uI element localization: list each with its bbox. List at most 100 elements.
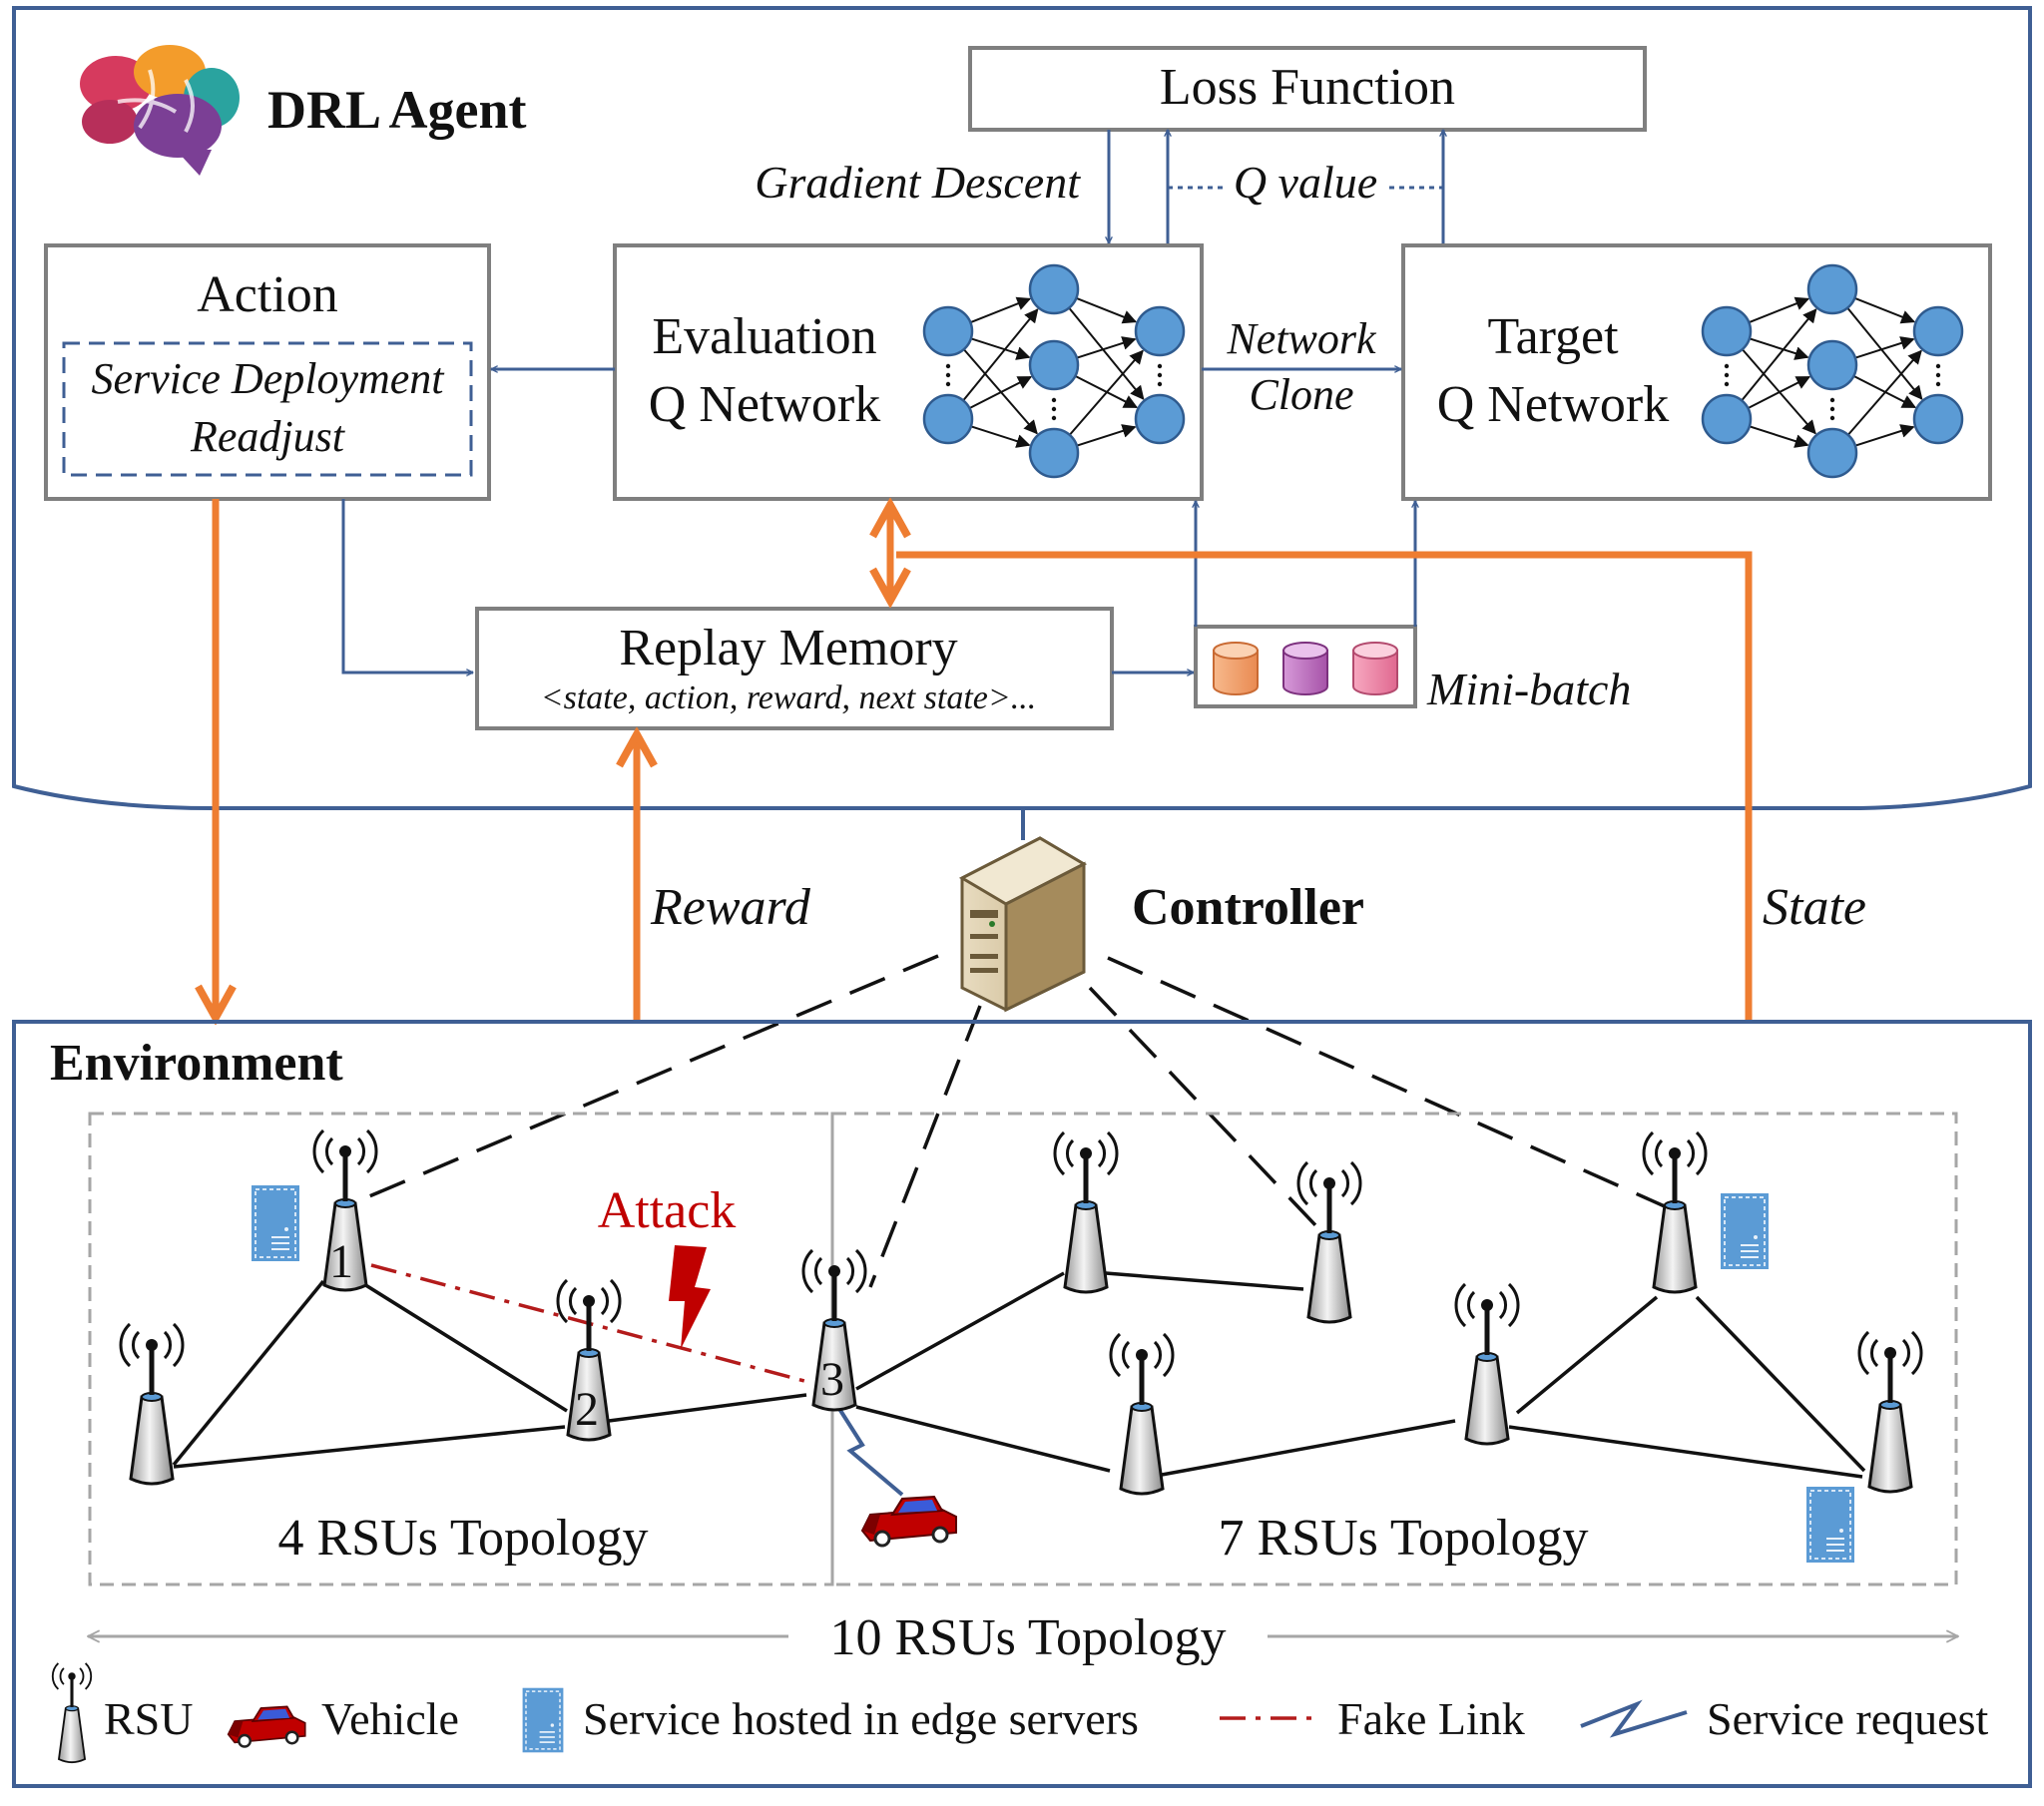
nn-node xyxy=(1134,305,1186,357)
nn-connection xyxy=(1076,424,1137,447)
rsu-label-1: 1 xyxy=(329,1235,353,1288)
nn-ellipsis-dot xyxy=(1829,415,1835,421)
nn-node xyxy=(1134,393,1186,445)
topology-4-label: 4 RSUs Topology xyxy=(277,1510,648,1567)
evaluation-network-box xyxy=(613,243,1204,501)
legend-rsu-label: RSU xyxy=(104,1693,193,1744)
legend-service-label: Service hosted in edge servers xyxy=(583,1693,1139,1744)
nn-ellipsis-dot xyxy=(1157,381,1163,387)
attack-bolt-icon xyxy=(669,1245,711,1349)
rsu-links xyxy=(172,1271,1866,1479)
nn-connection xyxy=(1846,349,1922,436)
nn-node xyxy=(1028,339,1080,391)
nn-ellipsis-dot xyxy=(1935,381,1941,387)
nn-node xyxy=(1912,305,1964,357)
target-line2: Q Network xyxy=(1437,376,1670,433)
legend-vehicle-icon xyxy=(227,1705,306,1748)
nn-connection xyxy=(1846,306,1923,400)
nn-connection xyxy=(1076,336,1137,359)
nn-connection xyxy=(970,337,1031,360)
nn-ellipsis-dot xyxy=(1724,363,1730,369)
agent-frame xyxy=(12,6,2032,810)
legend-vehicle-label: Vehicle xyxy=(321,1693,459,1744)
nn-connection xyxy=(1853,296,1916,324)
nn-ellipsis-dot xyxy=(1051,397,1057,403)
nn-connection xyxy=(1748,296,1810,324)
nn-ellipsis-dot xyxy=(1051,415,1057,421)
qvalue-label: Q value xyxy=(1234,157,1377,208)
nn-node xyxy=(1701,393,1753,445)
legend-rsu-icon xyxy=(51,1661,93,1764)
nn-connection xyxy=(969,296,1032,324)
nn-connection xyxy=(968,375,1033,409)
rsu-icon xyxy=(1456,1284,1518,1444)
rsu-icon xyxy=(1644,1132,1706,1292)
edge-server-icon xyxy=(1805,1486,1855,1564)
topology-7-label: 7 RSUs Topology xyxy=(1218,1510,1588,1567)
legend-fake-link-label: Fake Link xyxy=(1337,1693,1525,1744)
action-box xyxy=(44,243,491,501)
nn-connection xyxy=(1749,337,1809,360)
nn-ellipsis-dot xyxy=(1829,406,1835,412)
nn-ellipsis-dot xyxy=(945,372,951,378)
nn-node xyxy=(922,393,974,445)
nn-ellipsis-dot xyxy=(1157,372,1163,378)
minibatch-cylinder-purple-icon xyxy=(1282,642,1328,695)
nn-node xyxy=(922,305,974,357)
nn-connection xyxy=(962,308,1039,402)
nn-ellipsis-dot xyxy=(945,381,951,387)
nn-connection xyxy=(1075,296,1138,324)
state-arrow xyxy=(896,551,1753,1022)
rsu-icon xyxy=(121,1324,183,1484)
minibatch-cylinder-orange-icon xyxy=(1213,642,1259,695)
edge-server-icon xyxy=(1720,1192,1770,1270)
nn-ellipsis-dot xyxy=(1724,372,1730,378)
nn-ellipsis-dot xyxy=(1935,363,1941,369)
topology-10-label: 10 RSUs Topology xyxy=(829,1609,1226,1666)
reward-label: Reward xyxy=(650,879,811,936)
nn-connection xyxy=(1741,308,1817,402)
rsu-icon xyxy=(1111,1334,1173,1494)
controller-links xyxy=(342,954,1668,1288)
rsu-icon xyxy=(1859,1332,1921,1492)
nn-connection xyxy=(970,425,1031,448)
target-line1: Target xyxy=(1487,308,1619,365)
nn-ellipsis-dot xyxy=(1935,372,1941,378)
environment-label: Environment xyxy=(50,1035,343,1092)
gradient-descent-label: Gradient Descent xyxy=(755,157,1081,208)
nn-node xyxy=(1912,393,1964,445)
legend-service-icon xyxy=(521,1686,565,1754)
network-clone-line2: Clone xyxy=(1249,370,1353,419)
rsu-label-3: 3 xyxy=(820,1353,844,1406)
brain-icon xyxy=(80,45,240,176)
network-clone-line1: Network xyxy=(1226,314,1377,363)
service-request-bolt xyxy=(832,1399,904,1497)
rsu-icon xyxy=(1055,1132,1117,1292)
vehicle-icon xyxy=(860,1495,958,1548)
nn-node xyxy=(1806,427,1858,479)
minibatch-cylinder-pink-icon xyxy=(1352,642,1398,695)
action-title: Action xyxy=(197,266,338,323)
evaluation-line2: Q Network xyxy=(649,376,881,433)
nn-ellipsis-dot xyxy=(945,363,951,369)
nn-connection xyxy=(1068,306,1145,400)
controller-label: Controller xyxy=(1132,879,1364,936)
replay-memory-tuple: <state, action, reward, next state>... xyxy=(541,679,1037,716)
nn-ellipsis-dot xyxy=(1157,363,1163,369)
action-line1: Service Deployment xyxy=(91,354,445,403)
nn-node xyxy=(1806,339,1858,391)
nn-connection xyxy=(1747,375,1811,409)
environment-frame xyxy=(12,1020,2032,1788)
nn-connection xyxy=(1854,336,1915,359)
legend-request-label: Service request xyxy=(1707,1693,1988,1744)
attack-label: Attack xyxy=(598,1182,737,1239)
edge-server-icon xyxy=(251,1184,300,1262)
target-network-box xyxy=(1401,243,1992,501)
minibatch-label: Mini-batch xyxy=(1426,664,1631,714)
state-label: State xyxy=(1763,879,1866,936)
nn-connection xyxy=(1854,424,1915,447)
action-to-replay-arrow xyxy=(341,499,473,673)
nn-node xyxy=(1028,263,1080,315)
nn-node xyxy=(1806,263,1858,315)
